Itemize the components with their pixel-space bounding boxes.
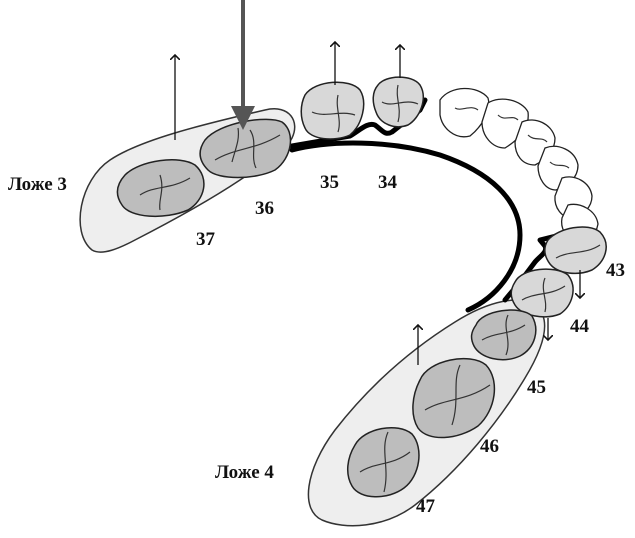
label-tooth-34: 34	[378, 172, 398, 193]
tooth-34	[373, 77, 423, 127]
tooth-43	[545, 227, 606, 273]
label-tooth-46: 46	[480, 436, 499, 457]
label-tooth-35: 35	[320, 172, 339, 193]
connector-bar	[292, 143, 520, 310]
label-tooth-36: 36	[255, 198, 274, 219]
label-tooth-45: 45	[527, 377, 546, 398]
label-tooth-44: 44	[570, 316, 590, 337]
label-bed-3: Ложе 3	[8, 174, 67, 195]
tooth-44	[511, 269, 573, 317]
label-bed-4: Ложе 4	[215, 462, 274, 483]
tooth-35	[301, 82, 363, 139]
label-tooth-47: 47	[416, 496, 436, 517]
label-tooth-43: 43	[606, 260, 625, 281]
label-tooth-37: 37	[196, 229, 216, 250]
